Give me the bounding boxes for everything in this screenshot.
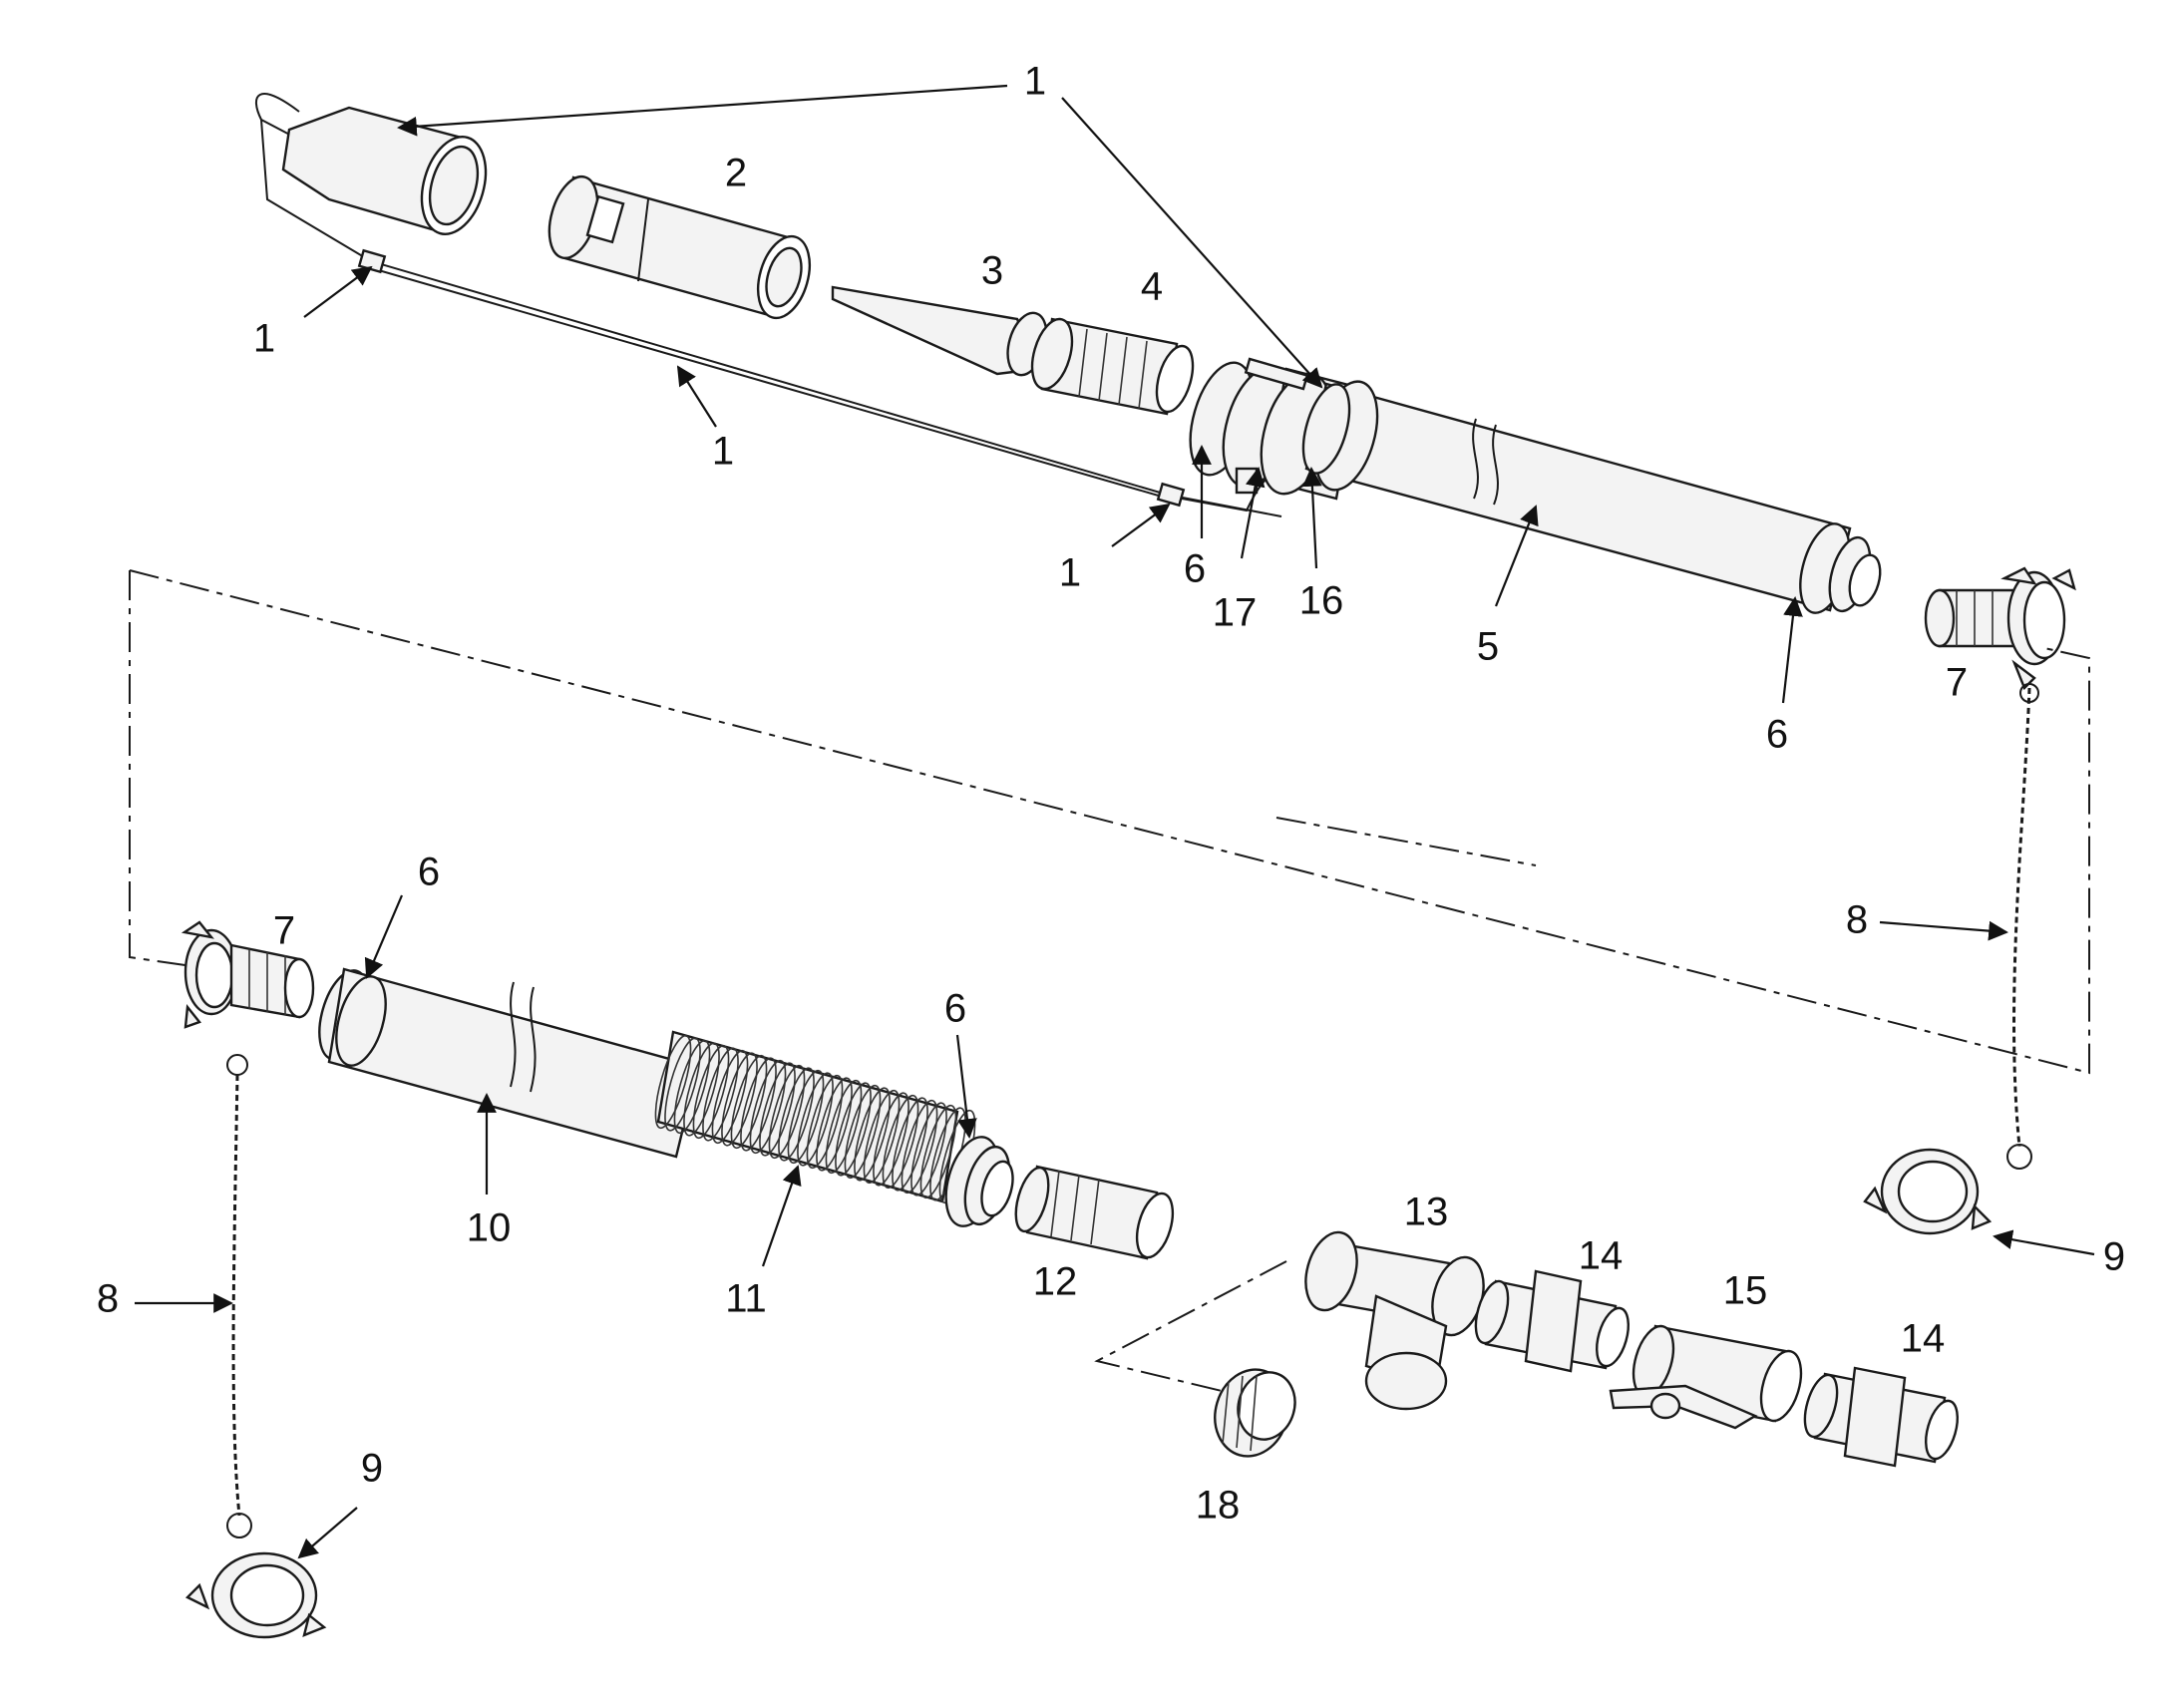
nozzle-body [547, 174, 812, 320]
spring-coil [901, 1099, 938, 1195]
callout-14-right: 14 [1901, 1317, 1946, 1361]
spring-coil [910, 1102, 947, 1196]
quick-coupler-right [1924, 566, 2076, 691]
callout-12: 12 [1033, 1260, 1078, 1304]
spring-coil [759, 1062, 796, 1157]
callout-13: 13 [1404, 1191, 1449, 1234]
callout-16: 16 [1299, 579, 1344, 623]
callout-8-left: 8 [97, 1277, 119, 1321]
spring-coil [654, 1034, 692, 1130]
callout-7-right: 7 [1946, 661, 1968, 705]
hex-nipple-2 [1803, 1366, 1959, 1468]
lower-hose-section [318, 967, 700, 1159]
spring-coil [844, 1084, 882, 1180]
spring-coil [768, 1064, 806, 1160]
spring-coil [882, 1094, 919, 1190]
hose-barb-fitting [1030, 317, 1195, 416]
callout-6-top-right: 6 [1766, 713, 1788, 757]
spring-coil [711, 1049, 749, 1145]
strainer-cap [1214, 1368, 1296, 1458]
callout-10: 10 [467, 1206, 512, 1250]
spring-coil [863, 1089, 901, 1185]
spring-coil [778, 1067, 815, 1162]
callout-18: 18 [1196, 1484, 1241, 1528]
callout-9-left: 9 [361, 1447, 383, 1491]
spring-coil [692, 1044, 730, 1140]
callout-15: 15 [1723, 1269, 1768, 1313]
callout-7-left: 7 [273, 909, 295, 953]
hex-nipple-1 [1474, 1269, 1630, 1373]
spring-coil [892, 1097, 928, 1192]
spring-coil [683, 1042, 720, 1137]
spring-coil [873, 1092, 909, 1187]
connection-path-lines [129, 569, 2090, 1075]
spring-coil [673, 1039, 711, 1135]
spring-coil [787, 1069, 825, 1165]
lower-hose-end [944, 1136, 1014, 1227]
spring-coil [740, 1057, 777, 1152]
callout-6-bottom-left: 6 [418, 851, 440, 894]
quick-coupler-left [181, 920, 315, 1029]
spring-coil [854, 1087, 891, 1182]
y-strainer [1304, 1230, 1485, 1411]
hose-barb-adapter [1014, 1165, 1175, 1260]
spring-coil [730, 1054, 768, 1150]
callout-8-right: 8 [1846, 898, 1868, 942]
main-hose-section [1301, 380, 1882, 614]
callout-labels: 1 1 1 1 2 3 4 5 6 6 6 6 7 7 8 8 9 9 10 1… [97, 60, 2125, 1528]
dust-cap-right [1863, 1148, 1993, 1235]
callout-14-left: 14 [1579, 1234, 1624, 1278]
spring-coil [806, 1074, 844, 1170]
nozzle-tip [281, 106, 488, 235]
callout-1-nozzle: 1 [1024, 60, 1046, 104]
spring-coil [835, 1082, 872, 1177]
spring-coil [721, 1052, 758, 1147]
callout-leaders [135, 84, 2095, 1559]
spring-coil [702, 1047, 739, 1142]
callout-1-cable: 1 [712, 430, 734, 474]
callout-5: 5 [1477, 625, 1499, 669]
callout-9-right: 9 [2103, 1235, 2125, 1279]
callout-17: 17 [1213, 591, 1258, 635]
callout-11: 11 [725, 1277, 767, 1321]
callout-1-clip: 1 [1059, 551, 1081, 595]
swivel-connector [831, 285, 1048, 377]
spring-coil [664, 1037, 701, 1132]
spring-coil [797, 1072, 834, 1167]
retaining-chain-left [226, 1054, 252, 1538]
dust-cap-left [184, 1551, 327, 1639]
spring-guard [654, 1030, 976, 1204]
spring-coil [816, 1077, 853, 1172]
callout-6-top-left: 6 [1184, 547, 1206, 591]
callout-2: 2 [725, 152, 747, 195]
retaining-chain-right [2006, 683, 2039, 1170]
callout-3: 3 [981, 249, 1003, 293]
spring-coil [825, 1079, 863, 1175]
spring-coil [919, 1104, 957, 1199]
callout-4: 4 [1141, 265, 1163, 309]
spring-coil [749, 1059, 787, 1155]
callout-1-wire-end: 1 [253, 317, 275, 361]
ball-valve [1609, 1324, 1803, 1430]
callout-6-bottom-right: 6 [944, 987, 966, 1031]
